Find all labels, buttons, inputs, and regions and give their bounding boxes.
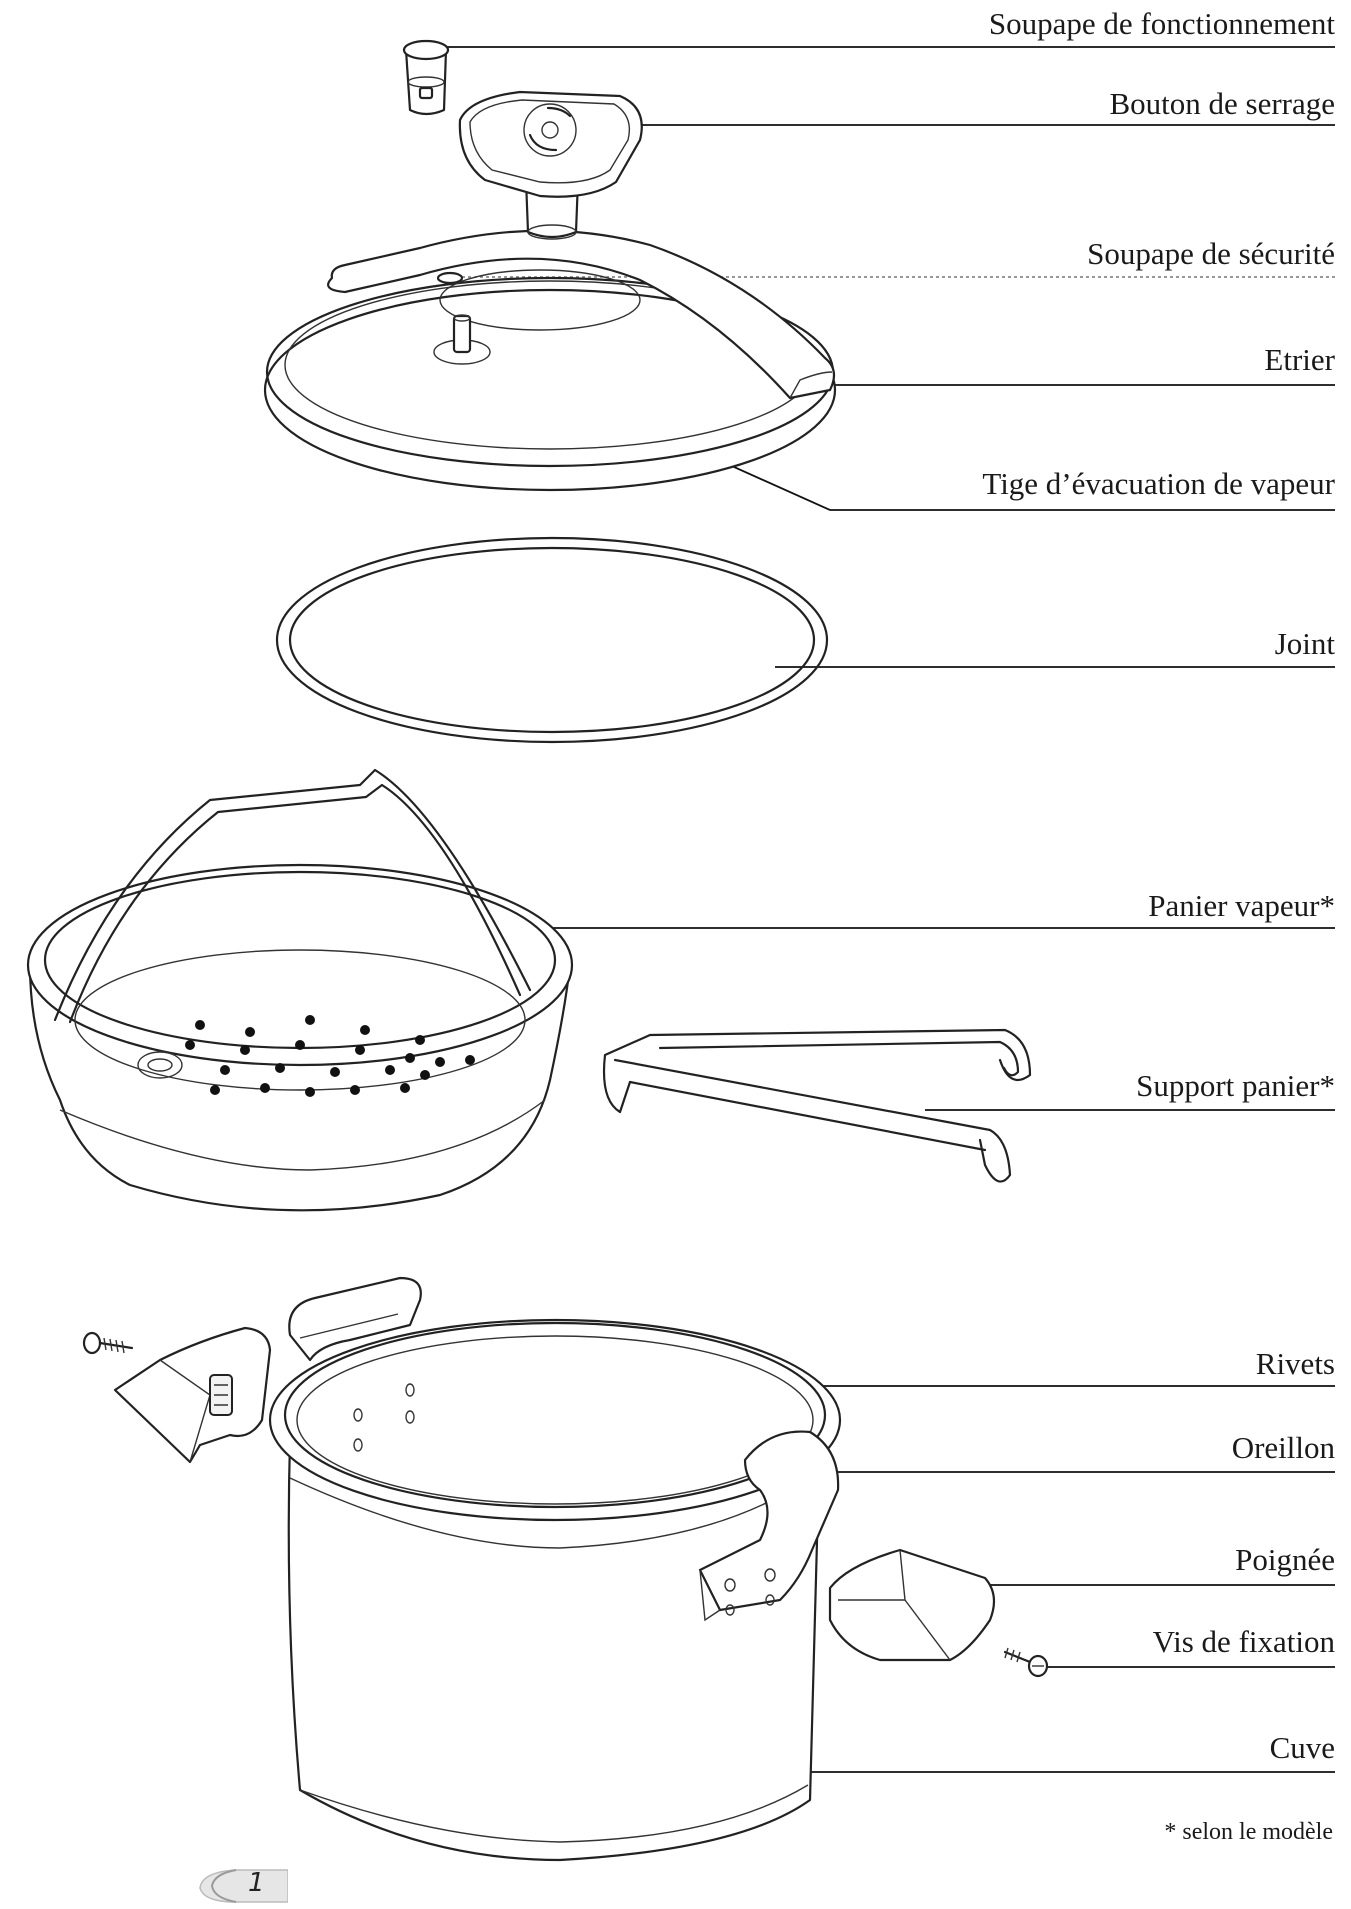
steam-basket-illustration bbox=[26, 768, 574, 1212]
lid-illustration bbox=[263, 90, 837, 492]
label-steam-release-stem: Tige d’évacuation de vapeur bbox=[982, 466, 1335, 501]
left-screw-illustration bbox=[82, 1331, 134, 1355]
right-screw-illustration bbox=[1003, 1647, 1049, 1678]
basket-holes bbox=[185, 1015, 475, 1097]
right-handle-illustration bbox=[828, 1548, 996, 1662]
label-locking-knob: Bouton de serrage bbox=[1109, 86, 1335, 121]
basket-stand-illustration bbox=[602, 1028, 1032, 1183]
label-stirrup: Etrier bbox=[1264, 342, 1335, 377]
label-steam-basket: Panier vapeur* bbox=[1148, 888, 1335, 923]
operating-valve-illustration bbox=[402, 39, 450, 116]
label-operating-valve: Soupape de fonctionnement bbox=[988, 6, 1335, 41]
left-handle-illustration bbox=[113, 1326, 272, 1464]
label-gasket: Joint bbox=[1274, 626, 1335, 661]
rivets-illustration bbox=[353, 1383, 415, 1452]
label-pot: Cuve bbox=[1269, 1730, 1335, 1765]
label-safety-valve: Soupape de sécurité bbox=[1087, 236, 1335, 271]
label-rivets: Rivets bbox=[1255, 1346, 1335, 1381]
footnote: * selon le modèle bbox=[1164, 1819, 1333, 1845]
page-number: 1 bbox=[248, 1868, 265, 1898]
label-basket-stand: Support panier* bbox=[1136, 1068, 1335, 1103]
label-fixing-screw: Vis de fixation bbox=[1152, 1624, 1335, 1659]
gasket-illustration bbox=[275, 536, 829, 744]
label-side-handle: Oreillon bbox=[1231, 1430, 1335, 1465]
label-handle: Poignée bbox=[1235, 1542, 1335, 1577]
pot-illustration bbox=[268, 1276, 842, 1862]
page-tab-icon bbox=[199, 1869, 288, 1903]
